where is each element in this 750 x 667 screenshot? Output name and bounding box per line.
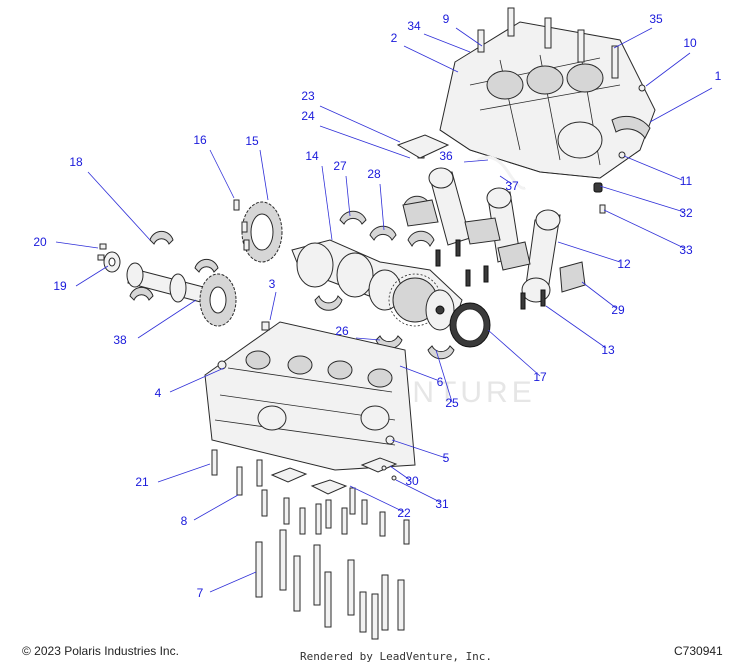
callout-21: 21 [135,475,149,489]
leader-line-7 [209,571,257,593]
upper-case-bolts [477,7,619,79]
cover-plate [396,134,450,159]
leader-line-36 [463,159,489,163]
callout-26: 26 [335,324,349,338]
callout-18: 18 [69,155,83,169]
leader-line-31 [395,479,441,503]
leader-line-9 [455,27,483,47]
lower-plates [270,457,398,495]
rod-bolts [435,239,546,310]
lower-crankcase [204,321,416,471]
leader-line-38 [137,299,197,339]
callout-24: 24 [301,109,315,123]
leader-line-1 [649,87,713,123]
leader-line-12 [557,241,621,263]
balance-shaft-hardware [97,243,121,273]
leader-line-29 [581,281,617,309]
callout-6: 6 [437,375,444,389]
leader-line-23 [319,105,401,143]
leader-line-6 [399,365,438,381]
leader-line-35 [613,27,653,49]
leader-line-2 [403,45,459,73]
callout-13: 13 [601,343,615,357]
callout-22: 22 [397,506,411,520]
leader-line-5 [391,439,447,459]
leader-line-17 [487,329,541,377]
rod-bearing-shells [402,199,586,293]
callout-16: 16 [193,133,207,147]
leader-line-24 [319,125,411,159]
callout-33: 33 [679,243,693,257]
callout-32: 32 [679,206,693,220]
leader-line-8 [193,494,239,521]
leader-line-20 [55,241,99,249]
callout-15: 15 [245,134,259,148]
leader-line-3 [269,291,277,321]
callout-1: 1 [715,69,722,83]
leader-line-22 [349,485,405,513]
callout-7: 7 [197,586,204,600]
crank-seal [449,302,491,348]
callout-34: 34 [407,19,421,33]
callout-9: 9 [443,12,450,26]
leader-line-11 [623,155,683,181]
callout-35: 35 [649,12,663,26]
leader-line-27 [345,175,351,217]
callout-2: 2 [391,31,398,45]
callout-25: 25 [445,396,459,410]
leader-line-19 [75,265,109,287]
callout-8: 8 [181,514,188,528]
oil-tube [477,155,526,190]
callout-17: 17 [533,370,547,384]
timing-sprocket [233,199,283,263]
callout-38: 38 [113,333,127,347]
leader-line-33 [603,209,685,249]
copyright-notice: © 2023 Polaris Industries Inc. [22,644,179,658]
callout-30: 30 [405,474,419,488]
rendered-by-credit: Rendered by LeadVenture, Inc. [300,650,493,663]
callout-28: 28 [367,167,381,181]
leader-line-13 [545,305,607,349]
callout-31: 31 [435,497,449,511]
leader-line-26 [355,337,381,341]
callout-4: 4 [155,386,162,400]
diagram-code: C730941 [674,644,723,658]
balance-shaft [126,262,237,327]
callout-3: 3 [269,277,276,291]
callout-29: 29 [611,303,625,317]
leader-line-10 [645,52,691,87]
leader-line-21 [157,463,211,483]
leader-line-14 [321,165,333,241]
callout-5: 5 [443,451,450,465]
leader-line-4 [169,367,225,393]
leader-line-28 [379,183,385,231]
leader-line-34 [423,33,471,53]
leader-line-18 [87,171,151,241]
leader-line-15 [259,149,269,201]
lower-case-bolts [211,449,410,640]
leader-line-37 [499,175,513,185]
callout-10: 10 [683,36,697,50]
leader-line-32 [599,185,685,213]
callout-20: 20 [33,235,47,249]
callout-layer: 1234567891011121314151617181920212223242… [33,12,721,600]
callout-27: 27 [333,159,347,173]
callout-36: 36 [439,149,453,163]
leader-line-16 [209,149,235,199]
leader-line-25 [435,349,453,403]
callout-23: 23 [301,89,315,103]
upper-crankcase [439,21,656,179]
callout-12: 12 [617,257,631,271]
callout-11: 11 [680,174,693,188]
leader-line-30 [389,465,411,481]
callout-19: 19 [53,279,67,293]
callout-37: 37 [505,179,519,193]
callout-14: 14 [305,149,319,163]
crankshaft [291,239,463,331]
